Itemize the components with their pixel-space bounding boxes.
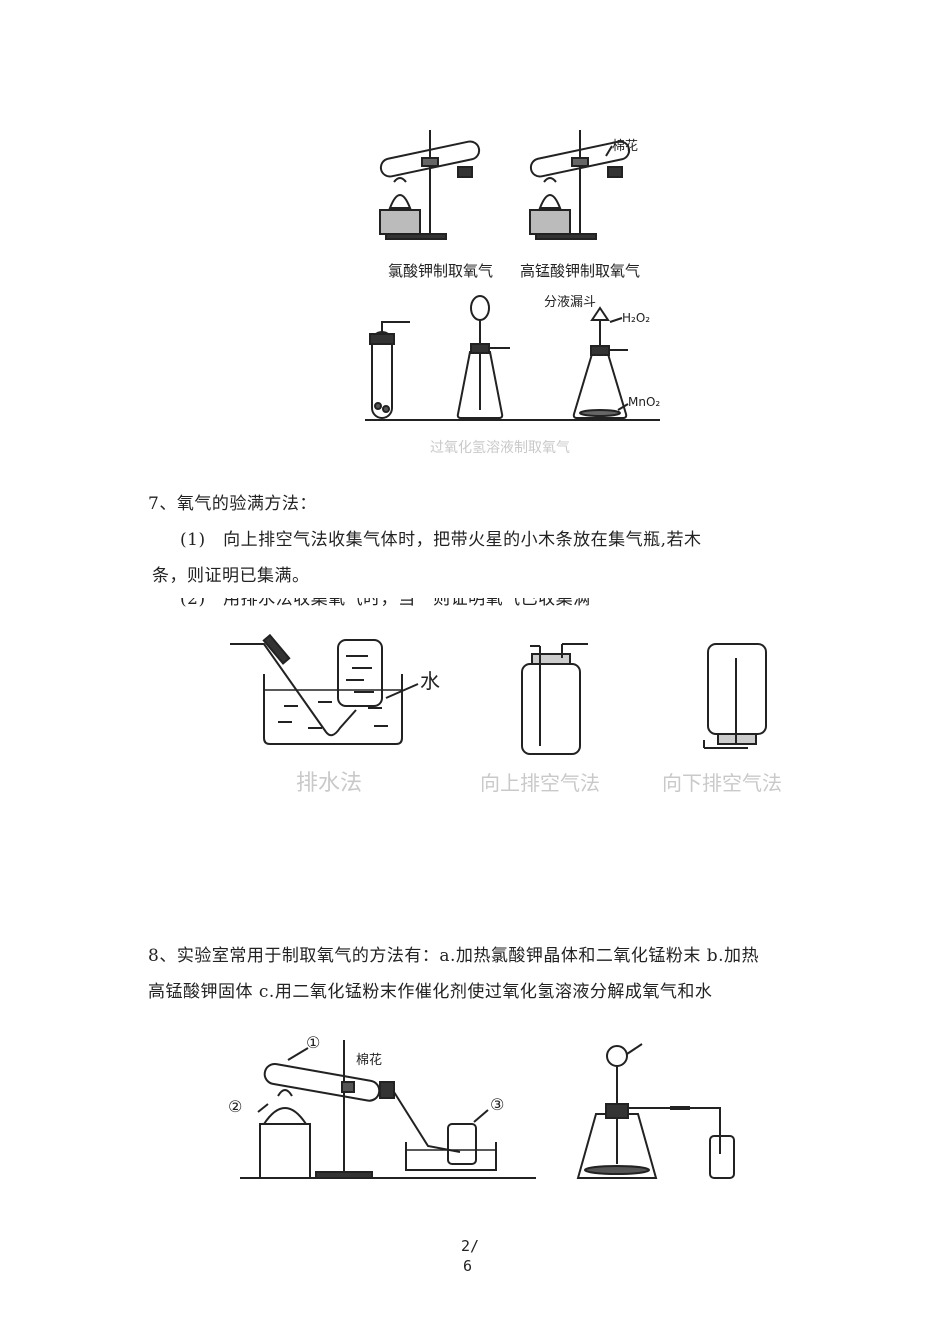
page-number-bottom: 6 xyxy=(463,1257,473,1275)
marker-2: ② xyxy=(228,1097,242,1116)
section7-item1-line2: 条，则证明已集满。 xyxy=(152,566,310,586)
caption-kmno4: 高锰酸钾制取氧气 xyxy=(520,262,640,280)
page-number: 2/ 6 xyxy=(461,1236,479,1276)
apparatus-drawing: 棉花 氯酸钾制取氧气 高锰酸钾制取氧气 分液漏斗 H₂O₂ MnO₂ 过氧化氢溶… xyxy=(365,130,660,456)
funnel-label: 分液漏斗 xyxy=(544,294,596,310)
section8-line2: 高锰酸钾固体 c.用二氧化锰粉末作催化剂使过氧化氢溶液分解成氧气和水 xyxy=(148,982,713,1002)
marker-3: ③ xyxy=(490,1095,504,1114)
section7-heading: 7、氧气的验满方法： xyxy=(148,494,317,514)
section7-item2-partial: (2) 用排水法收集氧气时，当 则证明氧气已收集满 xyxy=(180,598,591,608)
cotton-label-setup: 棉花 xyxy=(356,1052,382,1068)
caption-h2o2-method: 过氧化氢溶液制取氧气 xyxy=(430,440,570,456)
caption-downward-air: 向下排空气法 xyxy=(662,771,782,795)
figure-gas-collection-methods: 水 排水法 向上排空气法 向下排空气法 xyxy=(228,628,828,808)
section7-item2-text: (2) 用排水法收集氧气时，当 则证明氧气已收集满 xyxy=(180,598,591,608)
page-number-top: 2/ xyxy=(461,1237,480,1255)
caption-upward-air: 向上排空气法 xyxy=(480,771,600,795)
figure-oxygen-preparation-apparatus: 棉花 氯酸钾制取氧气 高锰酸钾制取氧气 分液漏斗 H₂O₂ MnO₂ 过氧化氢溶… xyxy=(360,122,670,462)
caption-kclo3: 氯酸钾制取氧气 xyxy=(388,262,493,280)
section8-line1: 8、实验室常用于制取氧气的方法有：a.加热氯酸钾晶体和二氧化锰粉末 b.加热 xyxy=(148,946,760,966)
collection-drawing: 水 排水法 向上排空气法 向下排空气法 xyxy=(230,633,782,796)
caption-water-displacement: 排水法 xyxy=(296,771,362,796)
h2o2-label: H₂O₂ xyxy=(622,311,650,325)
mno2-label: MnO₂ xyxy=(628,395,660,409)
marker-1: ① xyxy=(306,1033,320,1052)
figure-lab-setup: ① ② ③ 棉花 xyxy=(220,1024,740,1194)
section7-item1-line1: (1) 向上排空气法收集气体时，把带火星的小木条放在集气瓶,若木 xyxy=(180,530,702,550)
lab-setup-drawing: ① ② ③ 棉花 xyxy=(228,1033,735,1179)
water-label: 水 xyxy=(420,669,440,693)
cotton-label: 棉花 xyxy=(612,138,638,154)
